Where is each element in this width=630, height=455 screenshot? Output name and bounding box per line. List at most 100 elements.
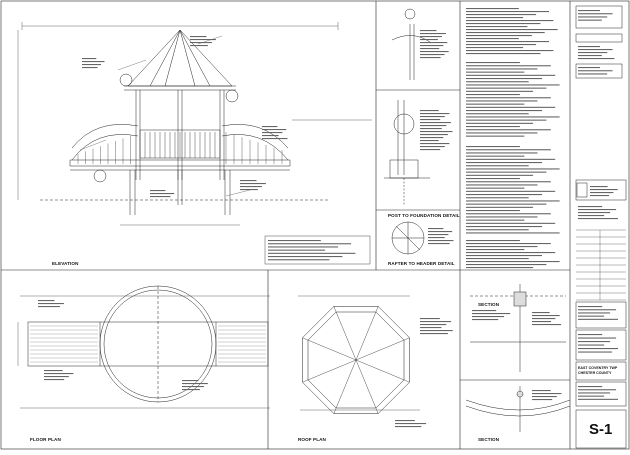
note-text-line [150,196,171,198]
sheet-number: S-1 [589,421,613,438]
note-text-line [466,168,560,170]
note-text-line [420,128,442,130]
note-text-line [578,73,608,75]
note-text-line [420,57,441,59]
note-text-line [466,126,520,128]
note-text-line [38,300,55,302]
note-text-line [420,45,444,47]
note-text-line [578,318,618,320]
note-text-line [466,62,520,64]
note-text-line [466,258,529,260]
note-text-line [472,313,511,315]
view-label-section-bottom: SECTION [478,437,500,442]
note-text-line [268,240,321,242]
title-block-county: CHESTER COUNTY [578,371,612,375]
note-text-line [578,212,611,214]
note-text-line [466,181,551,183]
note-text-line [466,84,560,86]
note-text-line [590,186,608,188]
note-text-line [466,229,529,231]
note-text-line [578,218,618,220]
note-text-line [190,39,216,41]
roof-rafter [355,306,379,361]
note-text-line [420,122,451,124]
note-text-line [420,330,453,332]
note-text-line [466,50,554,52]
note-text-line [420,39,438,41]
note-text-line [578,215,605,217]
floor-plan-drawing [17,285,270,409]
note-text-line [466,97,551,99]
note-text-line [420,327,442,329]
note-text-line [466,32,545,34]
note-text-line [466,35,532,37]
note-text-line [44,376,69,378]
note-text-line [578,395,605,397]
note-text-line [466,78,542,80]
note-text-line [420,113,450,115]
note-text-line [466,178,520,180]
note-text-line [420,146,445,148]
note-text-line [150,190,166,192]
note-text-line [466,162,542,164]
note-text-line [466,23,541,25]
note-text-line [182,386,204,388]
note-text-line [466,213,551,215]
note-text-line [578,70,613,72]
note-text-line [240,189,258,191]
note-text-line [578,315,605,317]
note-text-line [44,373,74,375]
note-text-line [466,200,560,202]
note-text-line [578,16,608,18]
note-text-line [472,319,499,321]
note-text-line [240,183,266,185]
note-text-line [466,119,547,121]
note-text-line [466,184,538,186]
note-text-line [268,243,351,245]
note-text-line [578,46,600,48]
note-text-line [578,337,617,339]
note-text-line [466,116,560,118]
note-text-line [466,38,519,40]
note-text-line [466,246,538,248]
note-text-line [182,380,199,382]
note-text-line [472,310,497,312]
note-text-line [466,90,534,92]
note-text-line [466,255,542,257]
note-text-line [532,399,553,401]
note-text-line [532,390,551,392]
note-text-line [420,33,446,35]
note-text-line [466,210,520,212]
note-text-line [466,94,520,96]
note-text-line [420,131,453,133]
note-text-line [420,116,445,118]
note-text-line [466,81,529,83]
roof-plan-drawing [298,295,420,414]
note-text-line [466,20,554,22]
note-text-line [578,334,603,336]
note-text-line [466,100,538,102]
note-text-line [466,261,560,263]
note-text-line [395,423,427,425]
section-drawings [465,284,571,432]
note-text-line [466,26,528,28]
note-text-line [420,54,445,56]
note-text-line [466,267,534,269]
roof-rafter [333,306,357,361]
note-text-line [420,110,439,112]
note-text-line [466,165,529,167]
note-text-line [466,155,525,157]
note-text-line [466,135,525,137]
note-text-line [466,47,524,49]
note-text-line [578,341,611,343]
note-text-line [466,113,529,115]
note-text-line [578,49,613,51]
note-text-line [466,44,537,46]
note-text-line [578,206,603,208]
note-text-line [466,152,538,154]
note-text-line [578,386,603,388]
note-text-line [268,249,326,251]
note-text-line [466,194,542,196]
